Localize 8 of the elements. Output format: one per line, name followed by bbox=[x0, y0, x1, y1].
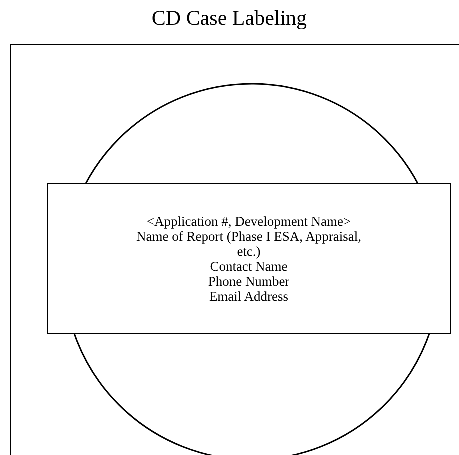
label-text: Contact Name bbox=[210, 258, 288, 274]
label-text: Name of Report (Phase I ESA, Appraisal, etc.) bbox=[136, 228, 362, 258]
label-text: Phone Number bbox=[208, 274, 290, 288]
label-text: <Application #, Development Name> bbox=[146, 214, 352, 228]
label-text: Email Address bbox=[209, 288, 289, 304]
title: CD Case Labeling bbox=[150, 6, 308, 31]
case-outline bbox=[10, 44, 459, 455]
label-box bbox=[47, 183, 451, 334]
